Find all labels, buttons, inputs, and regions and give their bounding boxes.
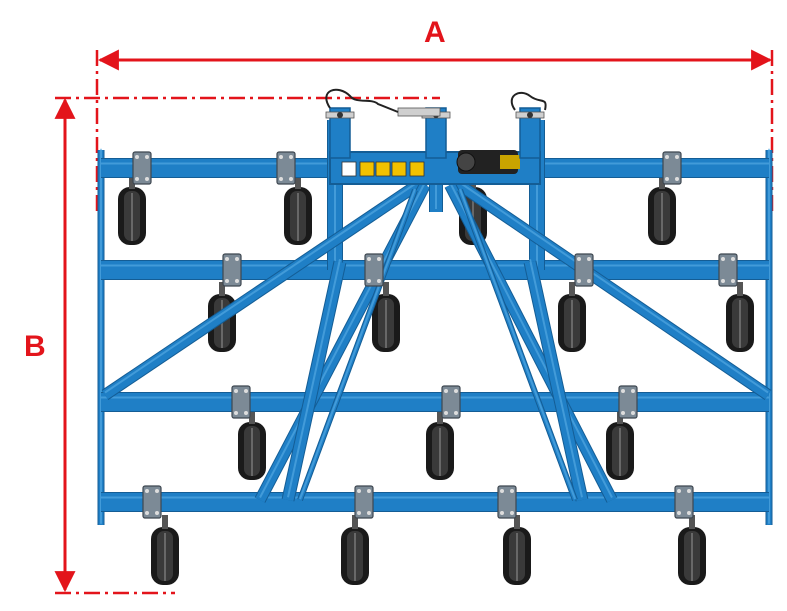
warning-decal [359, 161, 375, 177]
hitch-pin [397, 107, 441, 117]
tine-clamp [674, 485, 694, 519]
tine-wheel [284, 175, 312, 245]
motor-label [500, 155, 520, 169]
tine-wheel [648, 175, 676, 245]
tine-wheel [118, 175, 146, 245]
motor-end-cap [456, 152, 476, 172]
tine-clamp [662, 151, 682, 185]
crossbar-4 [101, 492, 769, 512]
tine-wheel [678, 515, 706, 585]
tine-wheel [372, 282, 400, 352]
tine-clamp [364, 253, 384, 287]
dimension-label-b: B [24, 330, 46, 363]
tine-clamp [574, 253, 594, 287]
hitch-assembly [325, 88, 547, 185]
strut-right [523, 259, 589, 502]
hydraulic-hose-left [325, 88, 399, 113]
hitch-bracket-right [515, 107, 545, 159]
tie-rod-left [297, 188, 418, 502]
crossbar-3 [101, 392, 769, 412]
tine-clamp [222, 253, 242, 287]
hydraulic-hose-right [510, 91, 547, 111]
tine-clamp [618, 385, 638, 419]
tine-clamp [718, 253, 738, 287]
tine-clamp [132, 151, 152, 185]
dimension-lines [54, 49, 774, 595]
tine-clamp [142, 485, 162, 519]
tine-wheel [426, 410, 454, 480]
tine-wheel [341, 515, 369, 585]
tie-rod-right [457, 188, 578, 502]
dimension-label-a: A [424, 16, 446, 49]
tine-wheels [118, 175, 754, 585]
tine-clamp [497, 485, 517, 519]
brace-outer-left [101, 170, 436, 400]
tine-clamp [276, 151, 296, 185]
tine-wheel [151, 515, 179, 585]
strut-left [281, 259, 347, 502]
warning-decal [409, 161, 425, 177]
tine-clamp [441, 385, 461, 419]
tine-clamp [354, 485, 374, 519]
warning-decal [341, 161, 357, 177]
tine-clamp [231, 385, 251, 419]
tine-wheel [238, 410, 266, 480]
crossbar-2 [101, 260, 769, 280]
hitch-bracket-left [325, 107, 355, 159]
tine-wheel [503, 515, 531, 585]
warning-decal [375, 161, 391, 177]
tine-wheel [558, 282, 586, 352]
warning-decal [391, 161, 407, 177]
tine-wheel [606, 410, 634, 480]
brace-outer-right [441, 170, 772, 400]
tine-wheel [726, 282, 754, 352]
